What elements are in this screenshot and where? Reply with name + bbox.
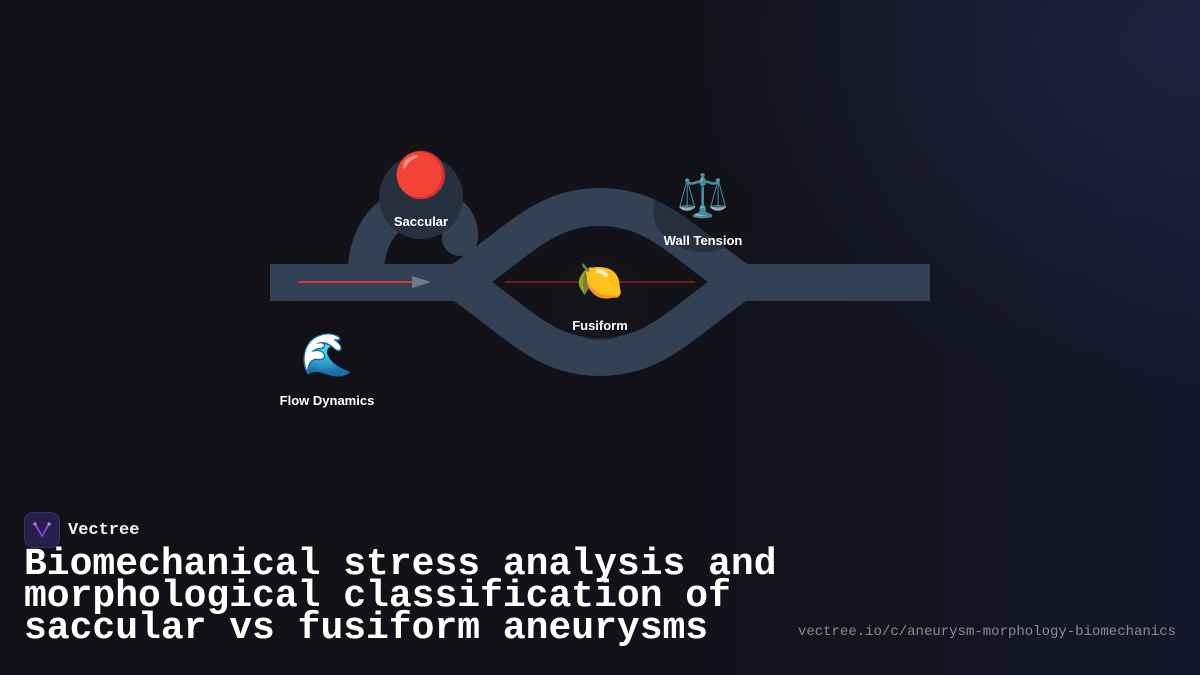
page-url[interactable]: vectree.io/c/aneurysm-morphology-biomech… — [797, 624, 1176, 640]
wall-tension-label: Wall Tension — [664, 233, 743, 248]
balance-scale-icon: ⚖️ — [677, 171, 729, 220]
water-wave-icon: 🌊 — [301, 330, 353, 379]
fusiform-bulge-lower — [449, 266, 751, 377]
flow-dynamics-label: Flow Dynamics — [280, 393, 375, 408]
wall-tension-node-bg — [653, 168, 753, 252]
flow-arrow-icon — [412, 276, 431, 288]
fusiform-node-bg — [554, 260, 646, 340]
saccular-node-bg — [379, 155, 463, 239]
fusiform-label: Fusiform — [572, 318, 628, 333]
flow-dynamics-node-bg — [275, 326, 379, 414]
brand-name: Vectree — [68, 520, 140, 540]
saccular-label: Saccular — [394, 214, 448, 229]
vessel-right-segment — [740, 264, 930, 301]
page-title: Biomechanical stress analysis and morpho… — [24, 543, 777, 650]
lemon-icon: 🍋 — [576, 259, 623, 303]
fusiform-bulge-upper — [449, 187, 751, 298]
brand[interactable]: Vectree — [24, 512, 139, 548]
red-circle-icon: 🔴 — [394, 150, 449, 201]
vectree-logo-icon — [24, 512, 60, 548]
